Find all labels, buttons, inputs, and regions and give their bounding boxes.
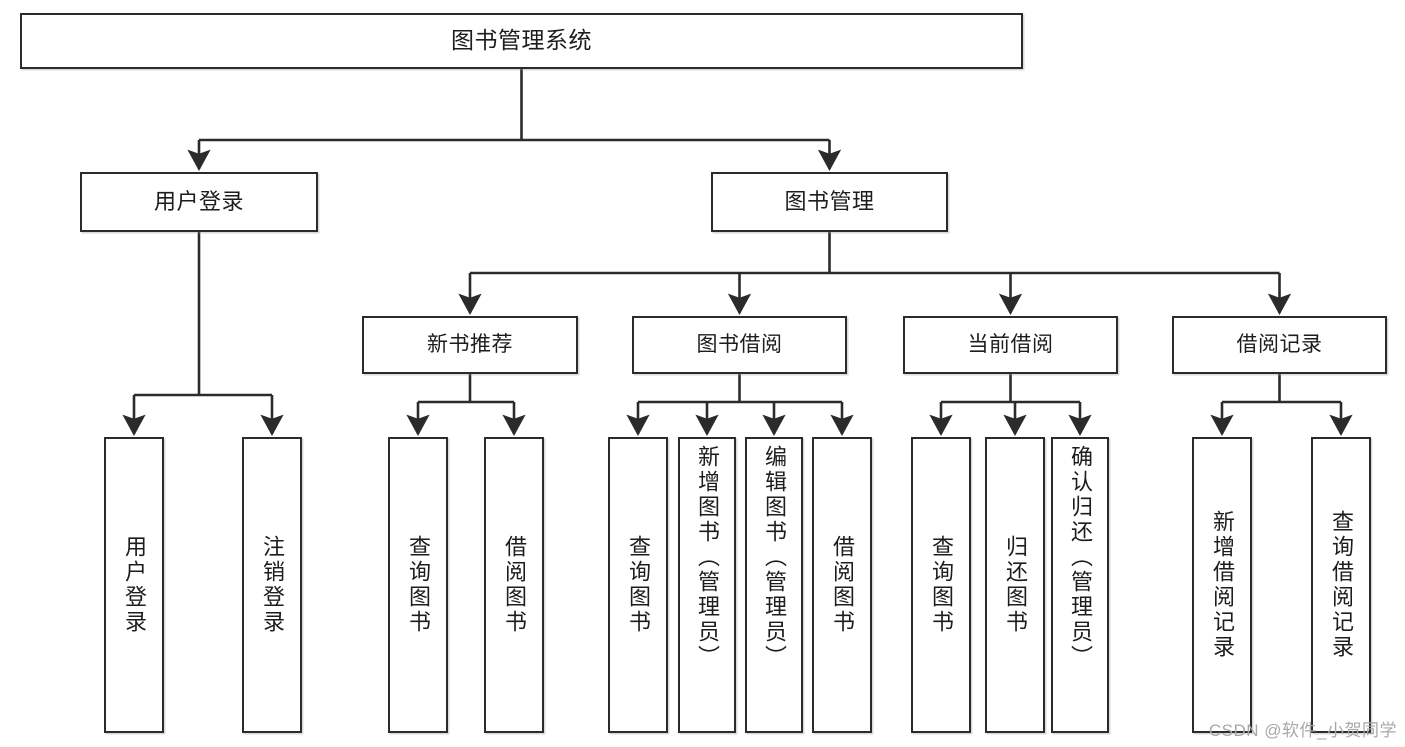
node-leaf-label: 借阅图书 [830,535,855,635]
node-leaf-label: 用户登录 [122,535,147,635]
node-leaf-borrow-book-recommend[interactable]: 借阅图书 [484,437,544,733]
node-leaf-label: 归还图书 [1003,535,1028,635]
node-user-login-label: 用户登录 [153,188,244,214]
node-leaf-label: 查询图书 [406,535,431,635]
node-leaf-label: 借阅图书 [502,535,527,635]
node-leaf-user-login-action[interactable]: 用户登录 [104,437,164,733]
node-user-login[interactable]: 用户登录 [80,172,318,232]
node-new-book-recommend[interactable]: 新书推荐 [362,316,578,374]
connector-lines [122,69,1353,436]
node-current-borrow-label: 当前借阅 [967,333,1054,357]
node-book-borrow[interactable]: 图书借阅 [632,316,847,374]
node-new-book-recommend-label: 新书推荐 [427,333,513,357]
node-leaf-label: 新增借阅记录 [1210,510,1235,660]
node-leaf-label: 注销登录 [260,535,285,635]
node-leaf-confirm-return-admin[interactable]: 确认归还（管理员） [1051,437,1109,733]
node-leaf-add-borrow-record[interactable]: 新增借阅记录 [1192,437,1252,733]
node-book-management-label: 图书管理 [784,188,875,214]
node-leaf-label: 编辑图书（管理员） [762,445,787,670]
node-leaf-add-book-admin[interactable]: 新增图书（管理员） [678,437,736,733]
node-leaf-query-book-current[interactable]: 查询图书 [911,437,971,733]
node-leaf-label: 查询图书 [626,535,651,635]
node-leaf-label: 确认归还（管理员） [1068,445,1093,670]
node-leaf-return-book[interactable]: 归还图书 [985,437,1045,733]
node-leaf-label: 查询借阅记录 [1329,510,1354,660]
node-leaf-label: 新增图书（管理员） [695,445,720,670]
node-book-management[interactable]: 图书管理 [711,172,948,232]
node-root-label: 图书管理系统 [451,27,592,54]
node-leaf-query-book-borrow[interactable]: 查询图书 [608,437,668,733]
csdn-watermark: CSDN @软件_小贺同学 [1208,721,1397,740]
node-leaf-query-book-recommend[interactable]: 查询图书 [388,437,448,733]
node-leaf-edit-book-admin[interactable]: 编辑图书（管理员） [745,437,803,733]
node-root-book-management-system[interactable]: 图书管理系统 [20,13,1023,69]
node-leaf-label: 查询图书 [929,535,954,635]
node-leaf-query-borrow-record[interactable]: 查询借阅记录 [1311,437,1371,733]
node-leaf-logout-action[interactable]: 注销登录 [242,437,302,733]
node-borrow-record-label: 借阅记录 [1236,333,1323,357]
node-leaf-borrow-book-action[interactable]: 借阅图书 [812,437,872,733]
node-book-borrow-label: 图书借阅 [696,333,783,357]
node-current-borrow[interactable]: 当前借阅 [903,316,1118,374]
node-borrow-record[interactable]: 借阅记录 [1172,316,1387,374]
